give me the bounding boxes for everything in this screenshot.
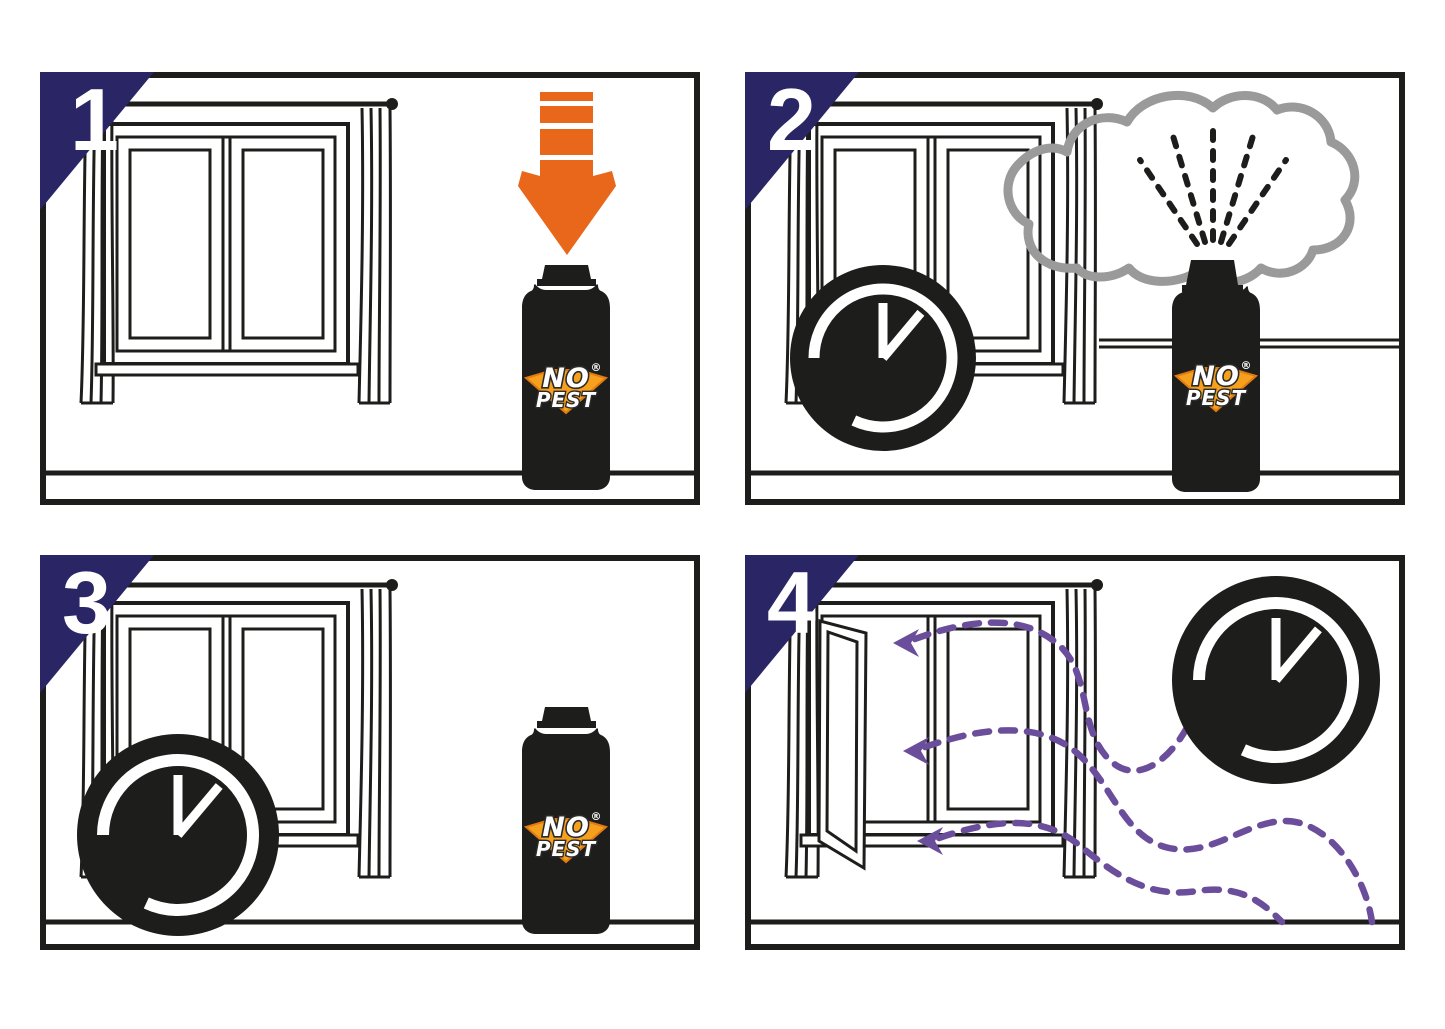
logo-line2: PEST	[536, 388, 597, 412]
step-number: 1	[70, 72, 119, 169]
window-sill	[94, 362, 360, 377]
nopest-logo: NO PEST ®	[523, 810, 609, 864]
open-window	[751, 579, 1103, 879]
step-badge	[40, 72, 154, 210]
clock-icon	[77, 734, 279, 936]
spray-nozzle-cap-icon	[1182, 260, 1243, 292]
panel-step-3: NO PEST ® 3	[40, 555, 700, 950]
nopest-logo: NO PEST ®	[523, 361, 609, 415]
can-cap-icon	[537, 265, 596, 286]
can-cap-icon	[537, 707, 596, 728]
open-sash	[817, 619, 868, 871]
right-curtain	[357, 588, 392, 879]
curtain-rod-finial	[386, 98, 398, 110]
step-number: 3	[62, 555, 111, 652]
fogger-can: NO PEST ®	[522, 707, 610, 934]
step-number: 2	[767, 72, 816, 169]
curtain-rod-finial	[1091, 98, 1103, 110]
logo-registered: ®	[591, 361, 602, 374]
left-window-pane	[128, 148, 212, 340]
fogger-can: NO PEST ®	[1172, 260, 1260, 492]
nopest-logo: NO PEST ®	[1173, 359, 1259, 413]
step-number: 4	[767, 555, 816, 652]
logo-line2: PEST	[536, 837, 597, 861]
panel-step-2: NO PEST ® 2	[745, 72, 1405, 505]
arrowhead	[917, 827, 943, 855]
logo-line1: NO	[542, 363, 590, 394]
panel-step-4: 4	[745, 555, 1405, 950]
step-badge	[745, 555, 859, 693]
spray-jets-icon	[1137, 125, 1289, 247]
logo-line1: NO	[542, 812, 590, 843]
window-inner-frame	[115, 135, 337, 353]
right-window-pane	[946, 627, 1030, 811]
logo-line2: PEST	[1186, 386, 1247, 410]
clock-icon	[1172, 576, 1380, 784]
airflow-arrows-icon	[893, 619, 1376, 926]
right-window-pane	[241, 627, 325, 811]
right-window-pane	[241, 148, 325, 340]
logo-line1: NO	[1192, 361, 1240, 392]
fogger-can: NO PEST ®	[522, 265, 610, 490]
curtain-rod-finial	[1091, 579, 1103, 591]
right-curtain	[1062, 107, 1097, 405]
arrowhead	[903, 737, 929, 765]
right-curtain	[357, 107, 392, 405]
logo-registered: ®	[591, 810, 602, 823]
logo-registered: ®	[1241, 359, 1252, 372]
clock-icon	[790, 265, 976, 451]
press-down-arrow-icon	[518, 92, 616, 255]
panel-step-1: NO PEST ® 1	[40, 72, 700, 505]
arrowhead	[893, 629, 919, 657]
step-badge	[40, 555, 154, 693]
step-badge	[745, 72, 859, 210]
curtain-rod-finial	[386, 579, 398, 591]
